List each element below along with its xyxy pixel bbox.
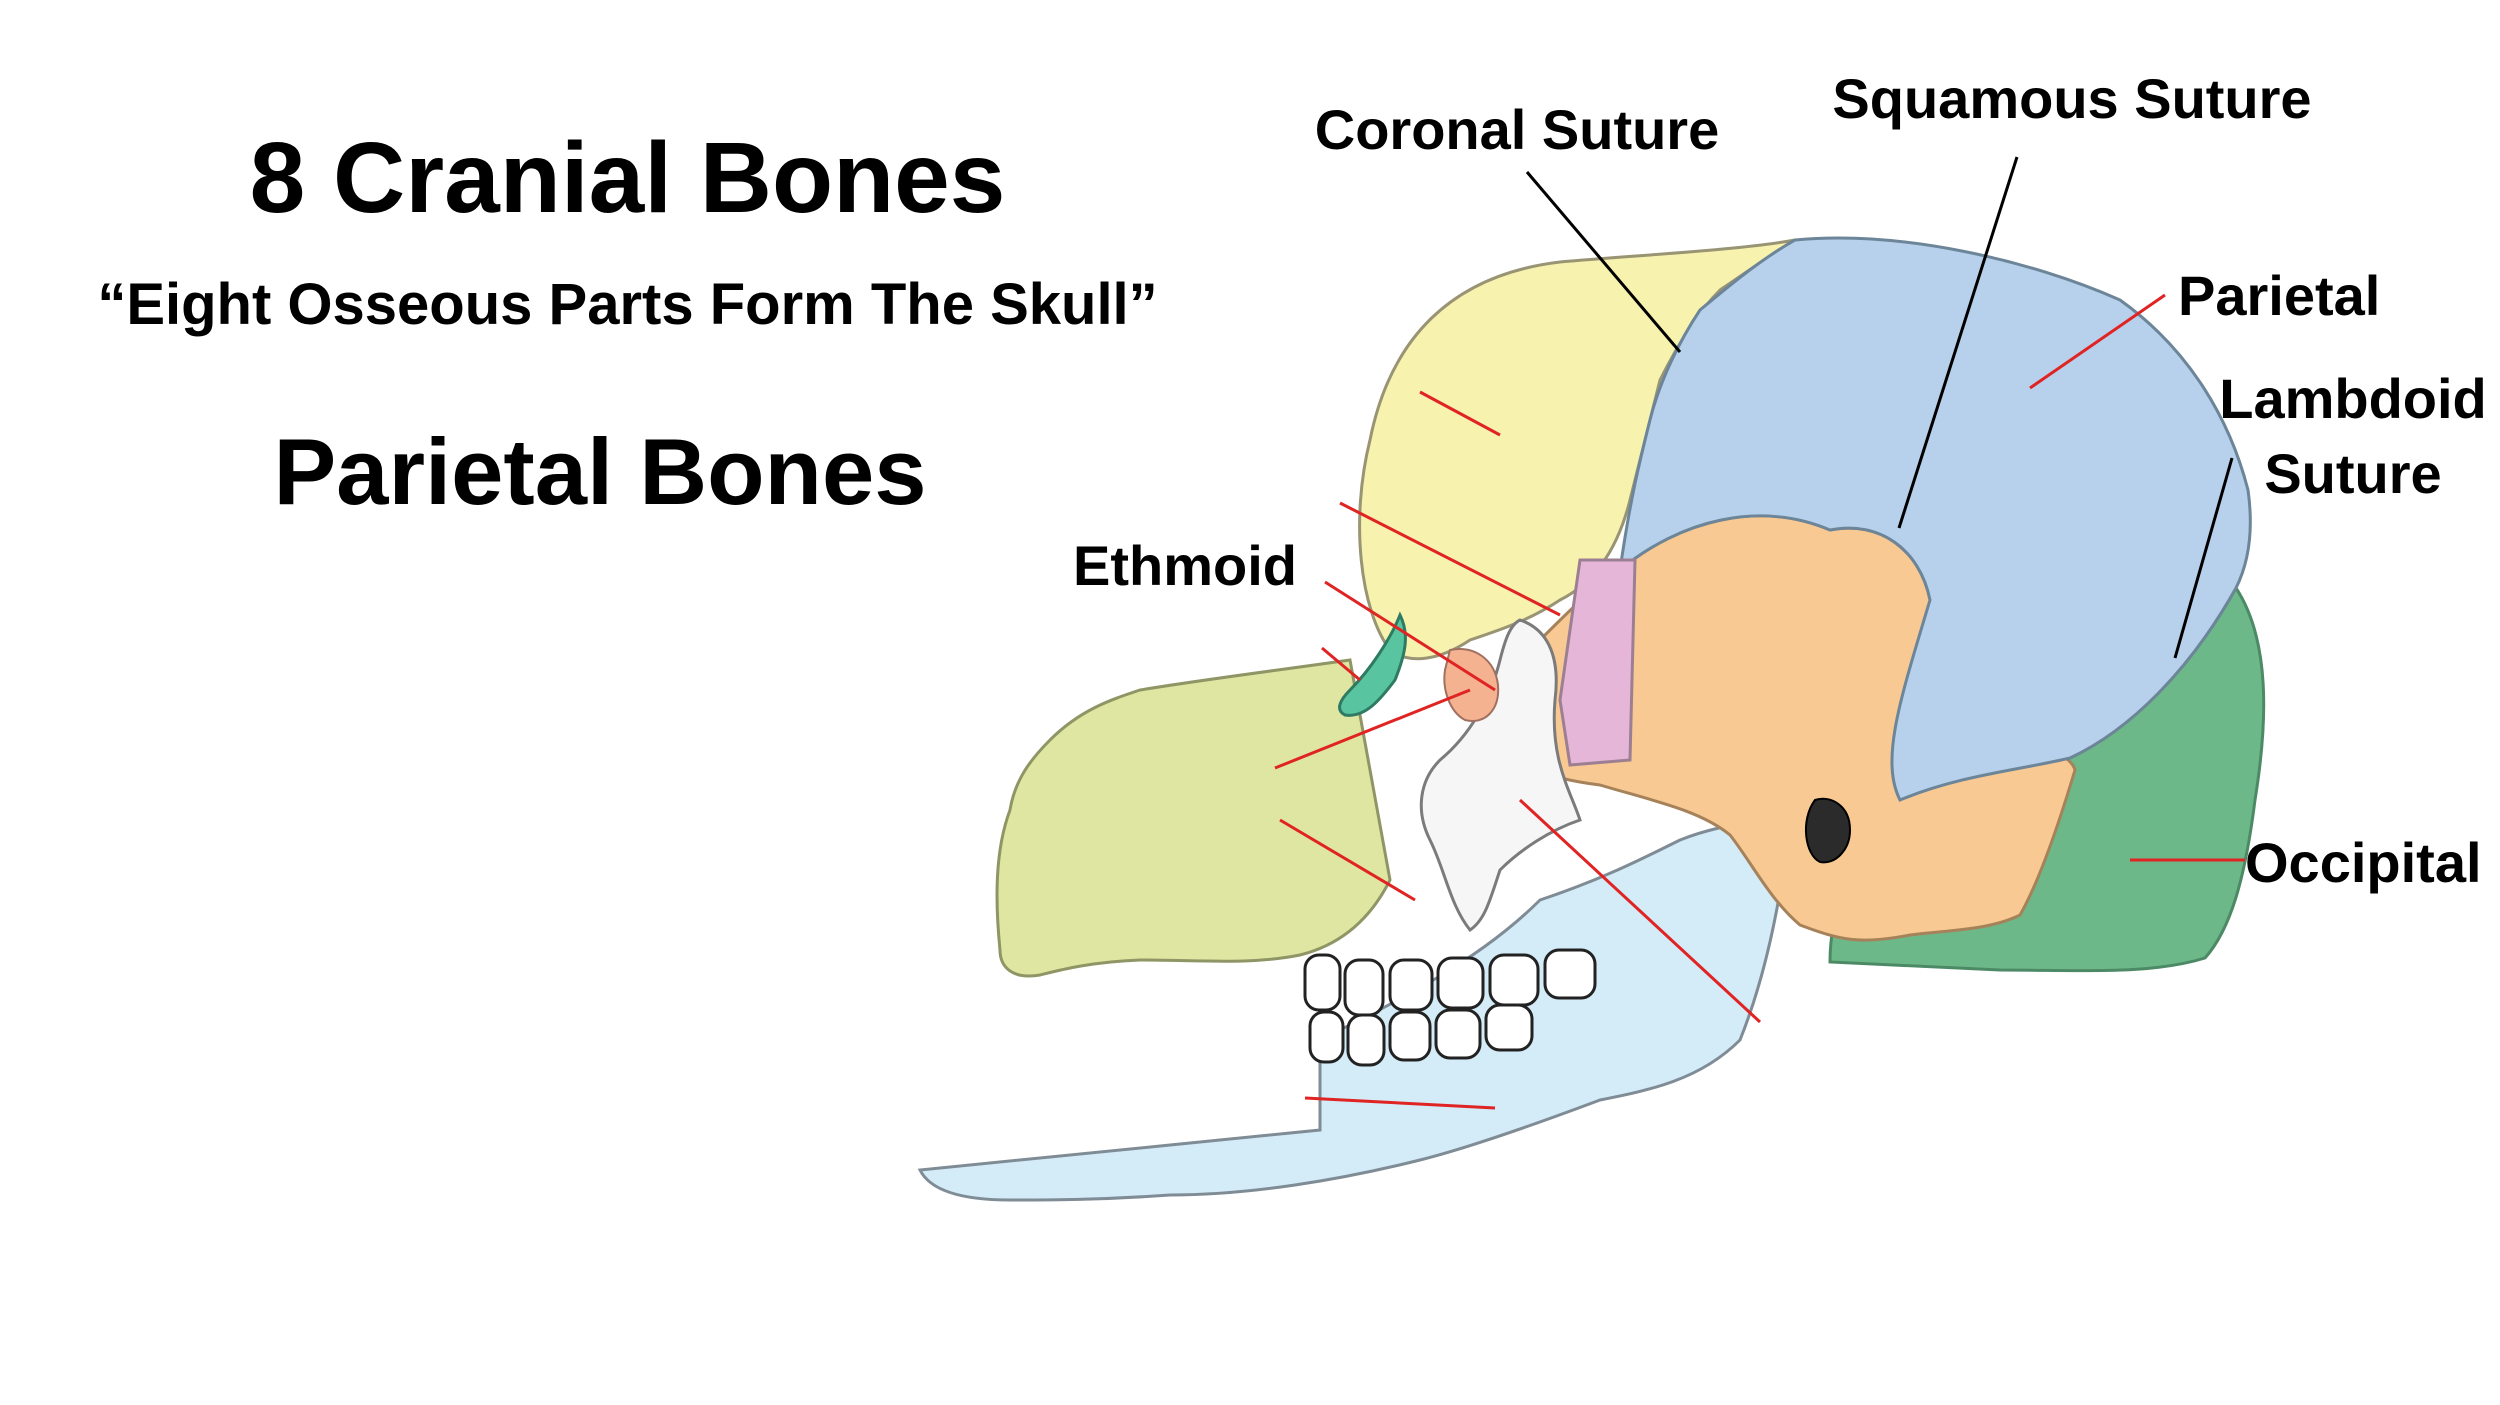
- section-subtitle: Parietal Bones: [273, 419, 927, 524]
- ear-canal: [1804, 797, 1852, 864]
- suture-lines: [1525, 156, 2234, 659]
- page-title: 8 Cranial Bones: [249, 122, 1006, 234]
- ethmoid-bone: [1443, 648, 1500, 722]
- sphenoid-bone: [1558, 558, 1637, 767]
- pointer-lines: [1274, 293, 2245, 1110]
- label-coronal-suture: Coronal Suture: [1315, 98, 1719, 161]
- label-occipital: Occipital: [2245, 831, 2482, 894]
- label-squamous-suture: Squamous Suture: [1832, 67, 2311, 130]
- maxilla-bone: [995, 658, 1392, 978]
- parietal-bone: [1617, 236, 2252, 802]
- nasal-bone: [1338, 611, 1407, 717]
- mandible-bone: [917, 816, 1788, 1202]
- teeth: [1303, 948, 1597, 1067]
- mnemonic-text: “Eight Osseous Parts Form The Skull”: [97, 272, 1158, 337]
- label-lambdoid: Lambdoid: [2219, 367, 2487, 430]
- label-parietal: Parietal: [2178, 264, 2380, 327]
- label-ethmoid: Ethmoid: [1073, 534, 1297, 597]
- label-lambdoid-suture: Suture: [2264, 442, 2441, 505]
